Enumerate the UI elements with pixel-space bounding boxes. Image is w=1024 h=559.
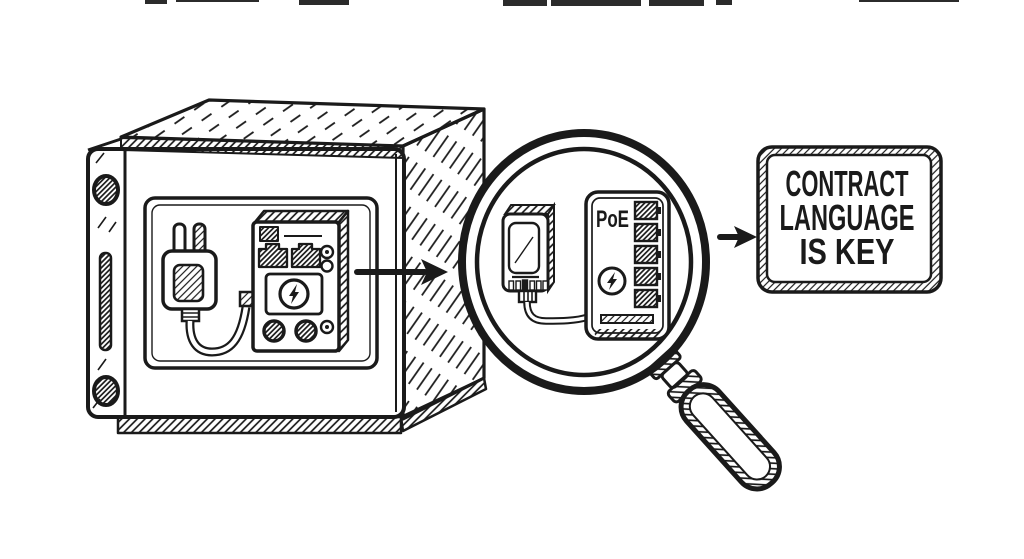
flow-arrow-2-icon xyxy=(717,226,757,248)
hinge-icon-top xyxy=(92,174,120,206)
sign-line-1: CONTRACT xyxy=(786,163,909,204)
safe-bottom-band xyxy=(116,415,403,435)
device-port-left xyxy=(257,242,289,269)
poe-ports xyxy=(633,200,661,309)
contract-sign: CONTRACT LANGUAGE IS KEY xyxy=(756,145,943,294)
door-slot xyxy=(98,251,113,352)
magnifier-handle xyxy=(647,347,782,492)
inner-panel-inset xyxy=(151,204,371,362)
sign-face xyxy=(765,153,933,284)
device-port-right xyxy=(290,242,322,269)
poe-label: PoE xyxy=(596,206,629,233)
flow-arrow-1-icon xyxy=(354,259,448,285)
sign-line-2: LANGUAGE xyxy=(780,197,915,238)
device-indicator-block xyxy=(259,226,279,242)
magnified-adapter xyxy=(501,201,590,325)
hinge-icon-bottom xyxy=(92,375,120,407)
adapter-vent-slots xyxy=(508,279,549,291)
device-knob-left xyxy=(262,319,286,343)
adapter-screen xyxy=(507,221,541,275)
top-edge-marks xyxy=(145,0,959,6)
magnified-poe-switch: PoE xyxy=(584,190,671,341)
sign-line-3: IS KEY xyxy=(800,231,895,272)
power-device xyxy=(251,209,350,353)
safe-bottom-right-band xyxy=(399,376,488,433)
power-plug xyxy=(161,222,256,357)
poe-bottom-band xyxy=(593,329,662,338)
magnifier-icon: PoE xyxy=(458,129,782,492)
safe-top-band xyxy=(120,137,404,159)
plug-neck xyxy=(180,307,201,323)
device-led2-icon xyxy=(320,259,334,273)
device-knob-right xyxy=(294,319,318,343)
poe-bottom-slot xyxy=(600,314,654,324)
plug-window xyxy=(172,263,205,303)
